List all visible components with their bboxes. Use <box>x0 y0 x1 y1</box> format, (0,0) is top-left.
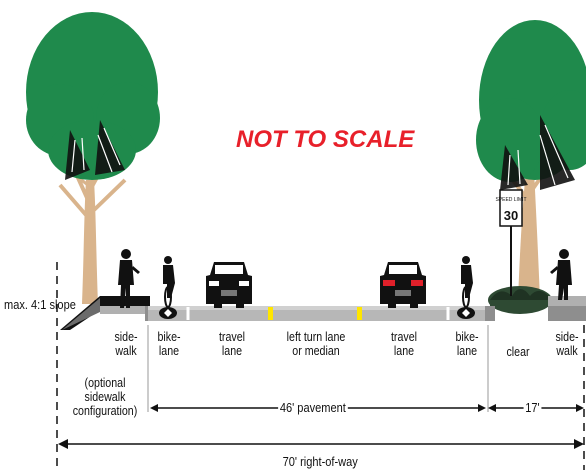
clear-dimension-label: 17' <box>523 400 542 415</box>
car-front-left-icon <box>206 262 252 308</box>
bike-lane-marker-right-icon <box>457 307 475 319</box>
pedestrian-right-icon <box>550 249 572 300</box>
label-travel-lane-left: travel lane <box>218 329 246 358</box>
left-sidewalk-icon <box>100 306 150 314</box>
speed-limit-sign-icon: SPEED LIMIT 30 <box>495 189 527 227</box>
label-bike-lane-left: bike- lane <box>157 329 181 358</box>
not-to-scale-title: NOT TO SCALE <box>236 126 415 153</box>
bike-lane-marker-left-icon <box>159 307 177 319</box>
cyclist-left-icon <box>163 256 175 308</box>
right-of-way-dimension-label: 70' right-of-way <box>280 454 360 469</box>
speed-sign-value: 30 <box>504 208 518 223</box>
car-rear-right-icon <box>380 262 426 308</box>
speed-sign-top: SPEED LIMIT <box>495 197 526 203</box>
pedestrian-left-icon <box>118 249 140 308</box>
left-tree-icon <box>26 12 160 304</box>
label-sidewalk-right: side- walk <box>555 329 579 358</box>
slope-note: max. 4:1 slope <box>4 297 76 312</box>
cyclist-right-icon <box>461 256 473 308</box>
right-of-way-dimension-line <box>58 439 584 449</box>
label-travel-lane-right: travel lane <box>390 329 418 358</box>
right-clear-zone-icon <box>490 300 550 306</box>
yellow-stripe-left <box>268 307 273 320</box>
right-sidewalk-icon <box>548 296 586 306</box>
label-optional-sidewalk: (optional sidewalk configuration) <box>72 375 138 418</box>
right-tree-icon <box>476 20 586 314</box>
yellow-stripe-right <box>357 307 362 320</box>
label-left-turn-lane: left turn lane or median <box>286 329 346 358</box>
label-sidewalk-left: side- walk <box>114 329 138 358</box>
label-bike-lane-right: bike- lane <box>455 329 479 358</box>
pavement-dimension-label: 46' pavement <box>278 400 348 415</box>
label-clear: clear <box>506 344 530 359</box>
